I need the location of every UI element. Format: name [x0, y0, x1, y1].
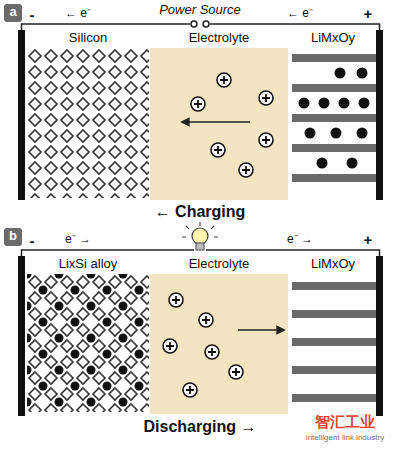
process-label: Discharging → [144, 418, 257, 436]
region-heading: Silicon [27, 30, 149, 46]
electrode [18, 256, 25, 416]
material-region: Silicon [27, 30, 149, 198]
polarity-sign: + [362, 231, 375, 248]
region-heading: Electrolyte [150, 30, 288, 46]
alloy-lithium [27, 274, 149, 412]
material-region: Electrolyte [150, 30, 288, 200]
material-region: LixSi alloy [27, 256, 149, 412]
electrolyte-ions [191, 73, 273, 177]
polarity-sign: + [362, 5, 375, 22]
panel-letter: a [9, 5, 16, 20]
silicon-lattice [27, 48, 149, 198]
material-region: Electrolyte [150, 256, 288, 414]
region-heading: Electrolyte [150, 256, 288, 272]
process-label: ← Charging [155, 203, 246, 221]
cathode-plates [292, 282, 376, 402]
panel-badge [4, 4, 22, 22]
material-region: LiMxOy [290, 30, 376, 200]
region-heading: LixSi alloy [27, 256, 149, 272]
light-bulb [182, 222, 218, 250]
region-heading: LiMxOy [290, 30, 376, 46]
ion-flow-arrow [182, 121, 250, 123]
electrolyte-ions [163, 293, 243, 397]
electrolyte-fill [150, 274, 288, 414]
panel-badge [4, 228, 22, 246]
electrode [376, 30, 383, 200]
electrode [18, 30, 25, 200]
alloy-lattice [27, 274, 149, 412]
electrode [376, 256, 383, 416]
wire [22, 24, 380, 30]
power-source-label: Power Source [157, 3, 243, 18]
lithium-ions [299, 68, 370, 169]
material-region: LiMxOy [290, 256, 376, 414]
electrolyte-fill [150, 48, 288, 200]
watermark: 智汇工业 [315, 414, 375, 431]
watermark: intelligent link industry [306, 433, 384, 442]
electron-flow: ← e⁻ [63, 7, 93, 21]
polarity-sign: - [28, 232, 37, 249]
electron-flow: ← e⁻ [285, 7, 315, 21]
polarity-sign: - [28, 6, 37, 23]
electron-flow: e⁻ → [285, 233, 315, 247]
cathode-plates [292, 54, 376, 182]
electron-flow: e⁻ → [63, 233, 93, 247]
wire [22, 250, 380, 256]
terminal [203, 21, 209, 27]
terminal [191, 21, 197, 27]
region-heading: LiMxOy [290, 256, 376, 272]
panel-letter: b [9, 229, 17, 244]
ion-flow-arrow [238, 329, 284, 331]
